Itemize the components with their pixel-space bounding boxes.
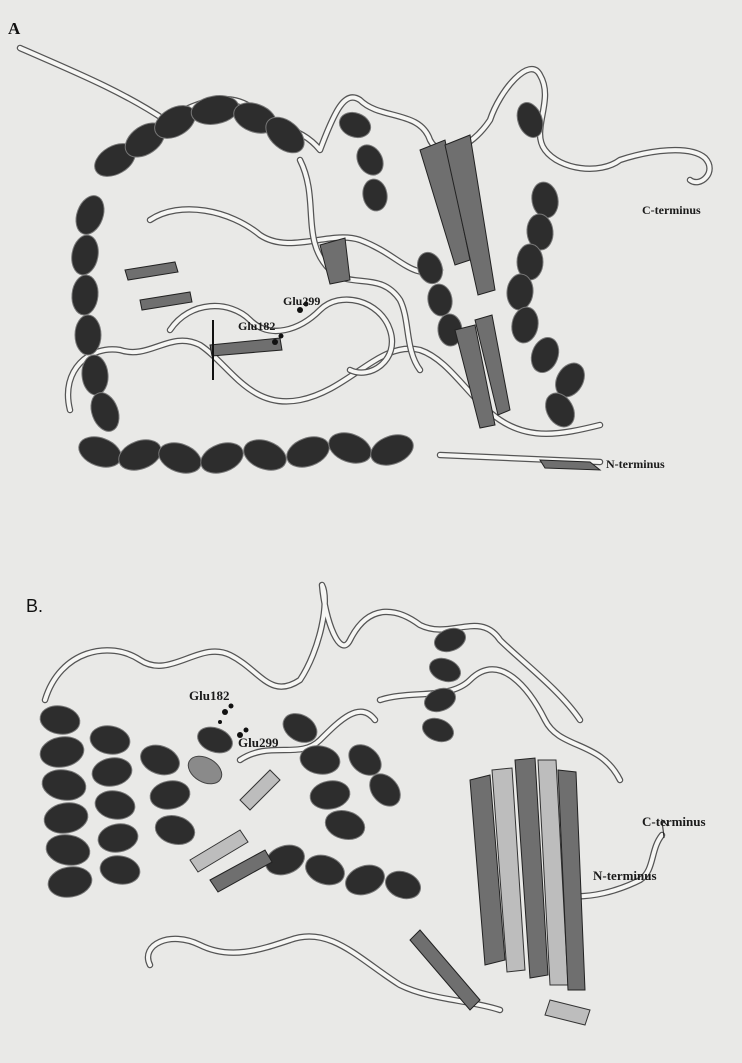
panel-a-ribbon-model [20,48,710,479]
panel-a-bottom-helices [75,427,418,478]
panel-b-ribbon-model [38,585,668,1025]
panel-b-glu299-label: Glu299 [238,735,279,750]
panel-a-c-terminus-label: C-terminus [642,203,701,217]
panel-b-n-terminus-label: N-terminus [593,868,657,883]
panel-a-glu182-label: Glu182 [238,319,275,333]
panel-b-lower-strands [190,770,280,892]
panel-a-glu299-label: Glu299 [283,294,320,308]
panel-a: A [8,19,710,479]
panel-b-c-terminus-label: C-terminus [642,814,706,829]
panel-b-left-helices [38,703,236,901]
panel-a-n-terminus-label: N-terminus [606,457,665,471]
panel-a-left-helices [69,92,311,435]
panel-b-glu182-label: Glu182 [189,688,229,703]
panel-b-beta-sandwich [410,758,590,1025]
panel-a-letter: A [8,19,21,38]
panel-b-letter: B. [26,596,43,616]
panel-b-central-helices [261,708,424,904]
panel-b: B. [26,585,706,1025]
